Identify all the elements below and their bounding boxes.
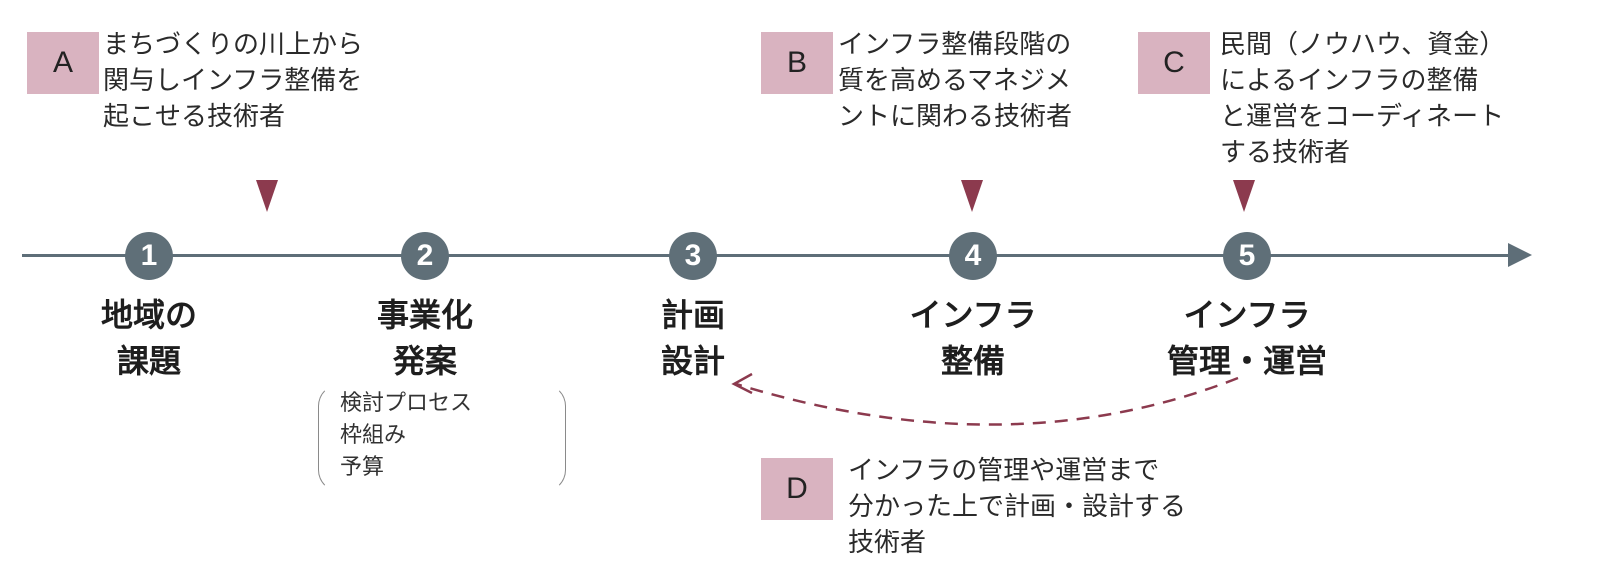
role-badge-c: C [1138, 32, 1210, 94]
step-circle-1: 1 [125, 232, 173, 280]
step2-details-bracket [318, 384, 566, 492]
marker-role-a [256, 180, 278, 212]
role-description-a: まちづくりの川上から 関与しインフラ整備を 起こせる技術者 [103, 30, 364, 132]
step-circle-4: 4 [949, 232, 997, 280]
step2-details-list: 検討プロセス 枠組み 予算 [340, 391, 473, 480]
timeline-arrowhead [1508, 243, 1532, 267]
step-circle-3: 3 [669, 232, 717, 280]
role-description-b: インフラ整備段階の 質を高めるマネジメ ントに関わる技術者 [838, 30, 1073, 132]
timeline-axis [22, 254, 1512, 257]
role-badge-d: D [761, 458, 833, 520]
role-badge-a: A [27, 32, 99, 94]
feedback-arrow-path [735, 376, 1239, 426]
stage-label-3: 計画 設計 [660, 296, 725, 380]
stage-label-1: 地域の 課題 [100, 296, 197, 380]
marker-role-c [1233, 180, 1255, 212]
stage-label-2: 事業化 発案 [376, 296, 473, 380]
step-circle-5: 5 [1223, 232, 1271, 280]
marker-role-b [961, 180, 983, 212]
stage-label-5: インフラ 管理・運営 [1166, 296, 1327, 380]
role-description-c: 民間（ノウハウ、資金） によるインフラの整備 と運営をコーディネート する技術者 [1220, 30, 1506, 168]
step-circle-2: 2 [401, 232, 449, 280]
feedback-arrow-head [731, 372, 753, 395]
role-description-d: インフラの管理や運営まで 分かった上で計画・設計する 技術者 [848, 456, 1187, 558]
stage-label-4: インフラ 整備 [909, 296, 1037, 380]
role-badge-b: B [761, 32, 833, 94]
